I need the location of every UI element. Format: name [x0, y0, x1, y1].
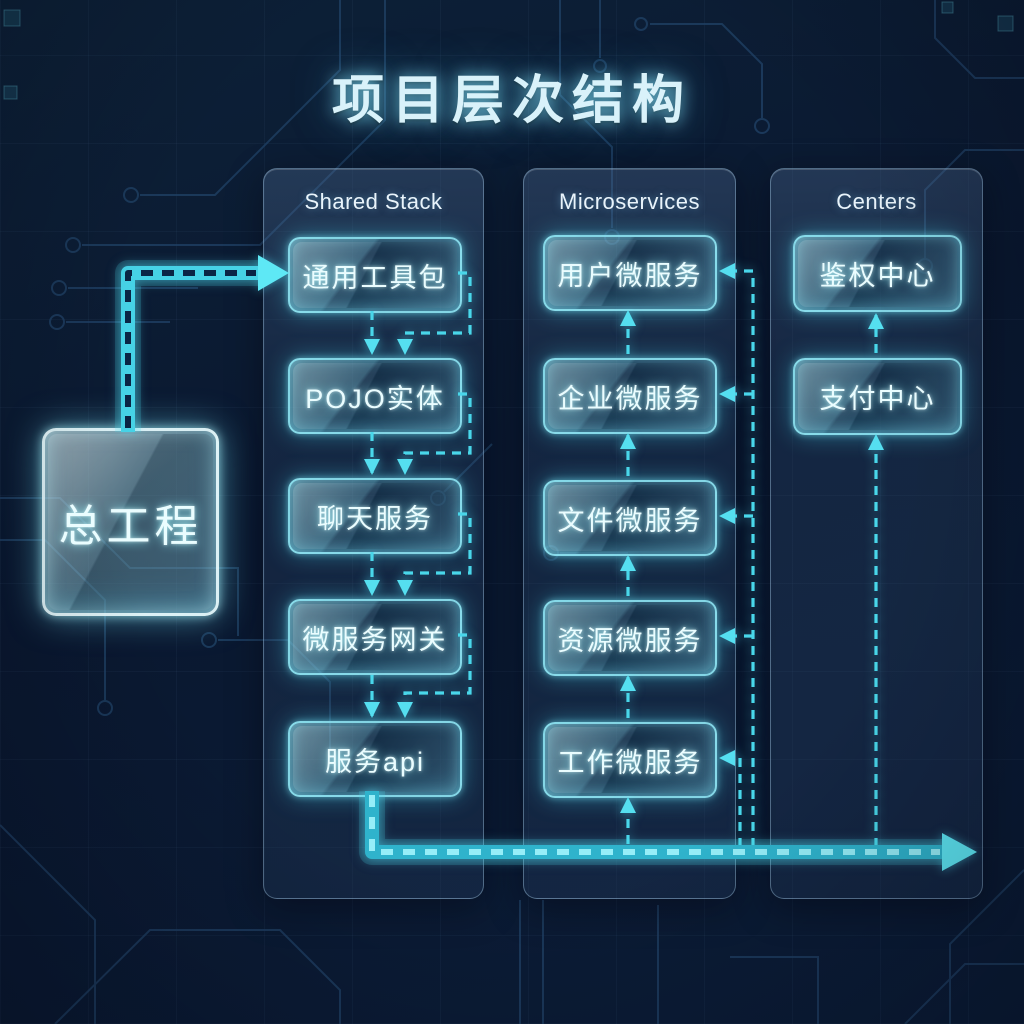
node-chat-service: 聊天服务: [288, 478, 462, 554]
node-payment-center: 支付中心: [793, 358, 962, 435]
node-common-toolkit: 通用工具包: [288, 237, 462, 313]
node-common-toolkit-label: 通用工具包: [302, 262, 448, 293]
node-work-microservice-label: 工作微服务: [557, 747, 703, 778]
node-file-microservice-label: 文件微服务: [557, 505, 703, 536]
diagram-title: 项目层次结构: [331, 72, 692, 130]
node-microservice-gateway-label: 微服务网关: [302, 624, 448, 655]
node-enterprise-microservice: 企业微服务: [543, 358, 717, 434]
node-main-project: 总工程: [42, 428, 219, 616]
panel-shared-stack-header: Shared Stack: [304, 189, 443, 214]
node-auth-center-label: 鉴权中心: [819, 261, 936, 291]
node-chat-service-label: 聊天服务: [317, 503, 433, 534]
circuit-pads: [3, 1, 1014, 100]
node-auth-center: 鉴权中心: [793, 235, 962, 312]
node-payment-center-label: 支付中心: [819, 384, 936, 414]
node-file-microservice: 文件微服务: [543, 480, 717, 556]
panel-microservices-header: Microservices: [559, 189, 700, 214]
node-main-project-label: 总工程: [58, 502, 203, 551]
panel-centers-header: Centers: [836, 189, 917, 214]
node-service-api-label: 服务api: [324, 746, 426, 777]
node-pojo-entity: POJO实体: [288, 358, 462, 434]
node-service-api: 服务api: [288, 721, 462, 797]
node-user-microservice: 用户微服务: [543, 235, 717, 311]
node-user-microservice-label: 用户微服务: [557, 260, 703, 291]
node-enterprise-microservice-label: 企业微服务: [557, 383, 703, 414]
node-resource-microservice-label: 资源微服务: [557, 625, 703, 656]
node-work-microservice: 工作微服务: [543, 722, 717, 798]
node-resource-microservice: 资源微服务: [543, 600, 717, 676]
node-microservice-gateway: 微服务网关: [288, 599, 462, 675]
node-pojo-entity-label: POJO实体: [305, 383, 445, 414]
